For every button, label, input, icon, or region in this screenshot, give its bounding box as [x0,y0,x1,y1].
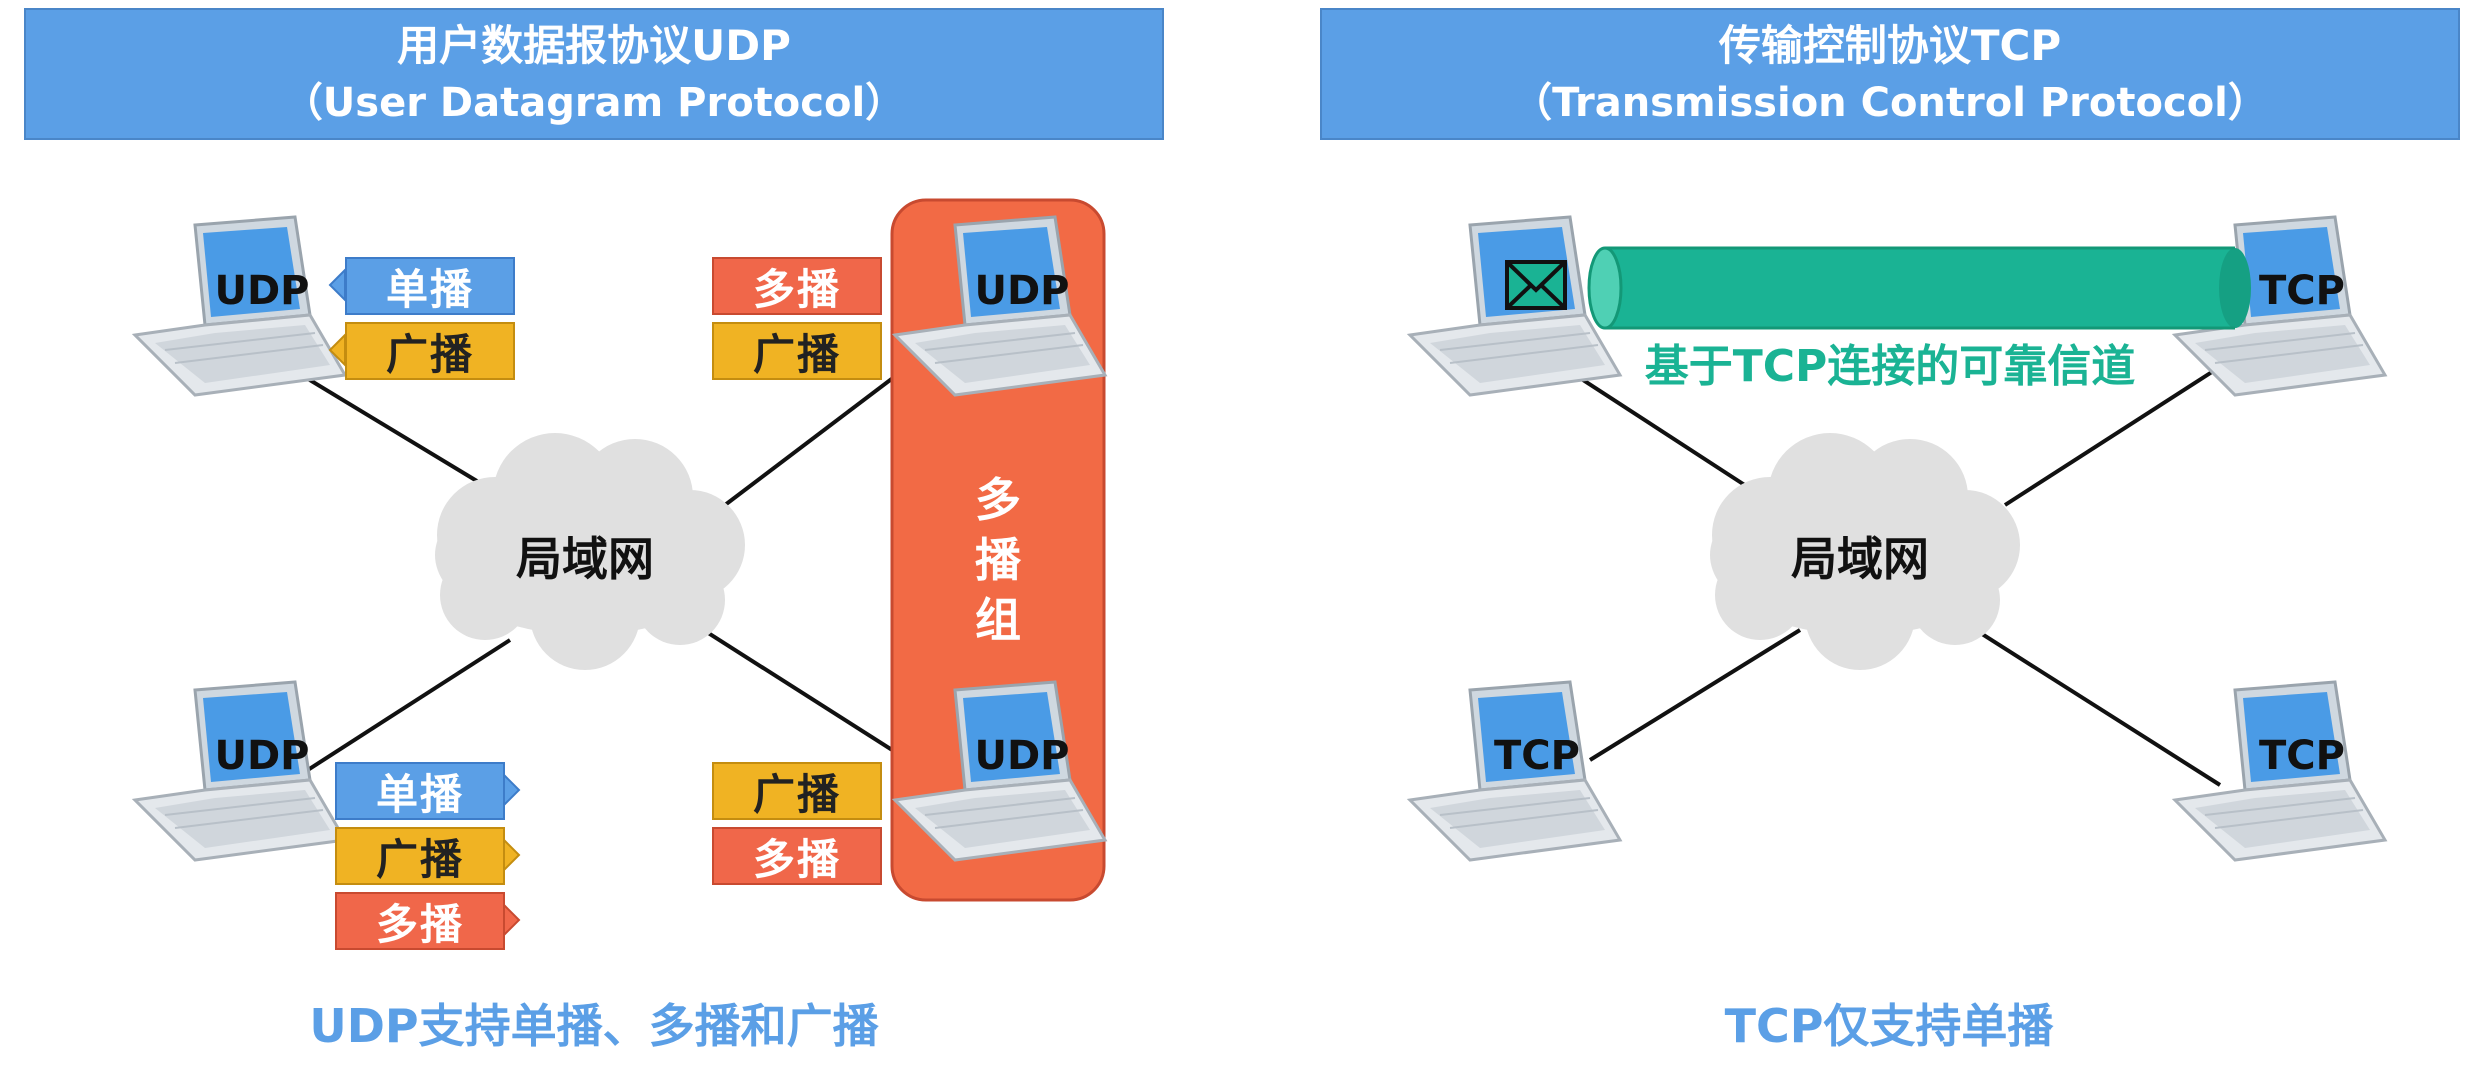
arrow-right-icon [503,772,521,808]
laptop-label: UDP [974,733,1070,779]
cloud-label: 局域网 [516,532,654,586]
laptop-label: TCP [1494,733,1580,779]
arrow-left-icon [328,267,346,303]
tag-multicast: 多播 [712,257,882,315]
tag-multicast: 多播 [335,892,505,950]
arrow-right-icon [503,837,521,873]
tag-broadcast: 广播 [335,827,505,885]
tcp-channel-tube [1587,246,2251,330]
group-label-char: 多 [975,473,1021,527]
tag-unicast: 单播 [335,762,505,820]
udp-caption: UDP支持单播、多播和广播 [309,999,879,1053]
laptop-label: UDP [214,733,310,779]
udp-subtitle: （User Datagram Protocol） [282,80,906,126]
tcp-subtitle: （Transmission Control Protocol） [1512,80,2268,126]
tcp-caption: TCP仅支持单播 [1724,999,2054,1053]
cloud-label: 局域网 [1791,532,1929,586]
laptop-label: TCP [2259,268,2345,314]
tag-broadcast: 广播 [712,762,882,820]
arrow-right-icon [503,902,521,938]
tcp-links [1558,363,2222,787]
laptop-label: UDP [974,268,1070,314]
multicast-group-label: 多 播 组 [968,470,1028,650]
tag-broadcast: 广播 [712,322,882,380]
tcp-title: 传输控制协议TCP [1718,21,2062,70]
udp-title: 用户数据报协议UDP [397,21,791,70]
envelope-icon [1505,260,1567,310]
laptop-label: TCP [2259,733,2345,779]
group-label-char: 播 [975,533,1021,587]
udp-panel-header: 用户数据报协议UDP （User Datagram Protocol） [24,8,1164,140]
tag-unicast: 单播 [345,257,515,315]
group-label-char: 组 [975,593,1021,647]
tag-broadcast: 广播 [345,322,515,380]
laptop-label: UDP [214,268,310,314]
tag-multicast: 多播 [712,827,882,885]
tcp-channel-label: 基于TCP连接的可靠信道 [1644,341,2136,392]
tcp-panel-header: 传输控制协议TCP （Transmission Control Protocol… [1320,8,2460,140]
